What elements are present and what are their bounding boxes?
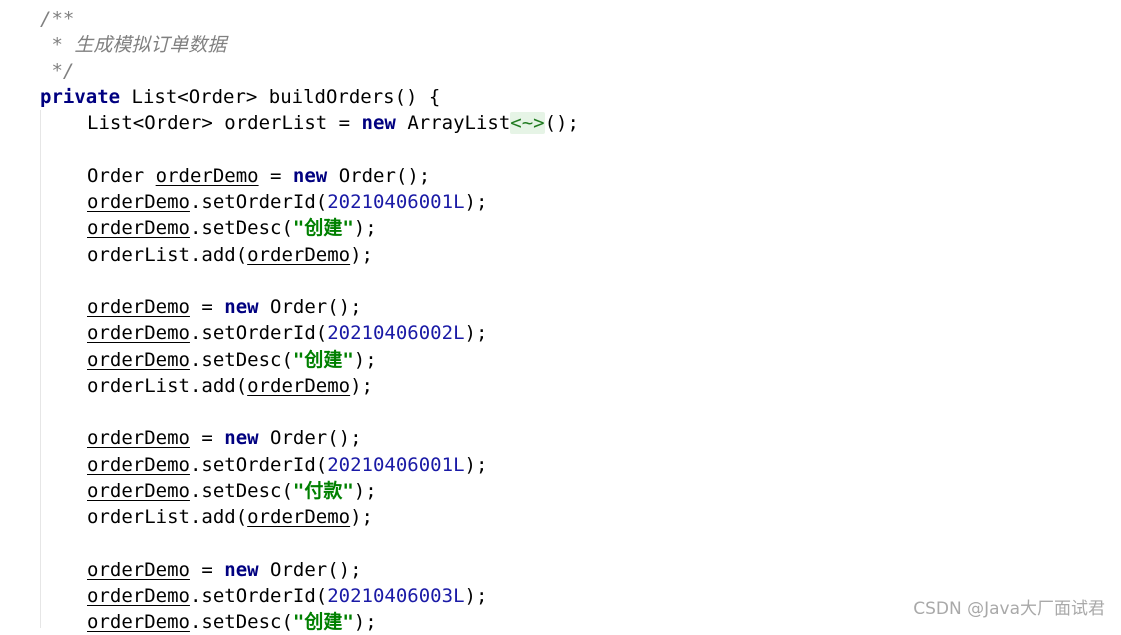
set-desc-line: orderDemo.setDesc("创建");: [87, 215, 377, 241]
var-orderDemo: orderDemo: [87, 427, 190, 449]
list-decl: List<Order> orderList =: [87, 112, 362, 134]
close-paren: );: [353, 480, 377, 502]
keyword-new: new: [292, 165, 328, 187]
close-paren: );: [353, 611, 377, 633]
close-paren: );: [464, 322, 488, 344]
set-order-id-line: orderDemo.setOrderId(20210406002L);: [87, 320, 487, 346]
comment-text: * 生成模拟订单数据: [40, 34, 227, 56]
set-order-id-line: orderDemo.setOrderId(20210406003L);: [87, 583, 487, 609]
order-assign-line: orderDemo = new Order();: [87, 294, 362, 320]
signature-rest: List<Order> buildOrders() {: [120, 86, 441, 108]
set-id-call: .setOrderId(: [189, 585, 328, 607]
assign-op: =: [258, 165, 293, 187]
close-paren: );: [350, 244, 373, 266]
assign-op: =: [189, 559, 225, 581]
desc-literal: "创建": [292, 217, 354, 239]
order-ctor: Order();: [258, 296, 362, 318]
close-paren: );: [464, 585, 488, 607]
list-tail: ();: [544, 112, 579, 134]
var-orderDemo: orderDemo: [87, 349, 190, 371]
var-orderDemo: orderDemo: [247, 506, 351, 528]
var-orderDemo: orderDemo: [87, 480, 190, 502]
diamond-hint[interactable]: <~>: [510, 112, 545, 134]
watermark: CSDN @Java大厂面试君: [913, 599, 1105, 619]
order-type: Order: [87, 165, 156, 187]
list-add-call: orderList.add(: [87, 375, 248, 397]
keyword-new: new: [361, 112, 396, 134]
var-orderDemo: orderDemo: [247, 375, 351, 397]
assign-op: =: [189, 296, 225, 318]
keyword-new: new: [224, 427, 259, 449]
order-ctor: Order();: [258, 427, 362, 449]
order-id-literal: 20210406001L: [327, 191, 465, 213]
close-paren: );: [350, 375, 373, 397]
desc-literal: "创建": [292, 611, 354, 633]
order-assign-line: orderDemo = new Order();: [87, 425, 362, 451]
var-orderDemo: orderDemo: [87, 191, 190, 213]
set-desc-call: .setDesc(: [189, 611, 293, 633]
var-orderDemo: orderDemo: [155, 165, 259, 187]
close-paren: );: [350, 506, 373, 528]
comment-close: */: [40, 60, 75, 82]
list-add-line: orderList.add(orderDemo);: [87, 373, 373, 399]
assign-op: =: [189, 427, 225, 449]
set-id-call: .setOrderId(: [189, 322, 328, 344]
indent-guide: [40, 110, 41, 628]
order-ctor: Order();: [327, 165, 431, 187]
set-desc-line: orderDemo.setDesc("创建");: [87, 609, 377, 635]
var-orderDemo: orderDemo: [87, 296, 190, 318]
var-orderDemo: orderDemo: [87, 217, 190, 239]
order-decl-line: Order orderDemo = new Order();: [87, 163, 430, 189]
list-type: ArrayList: [395, 112, 511, 134]
set-desc-line: orderDemo.setDesc("付款");: [87, 478, 377, 504]
var-orderDemo: orderDemo: [87, 611, 190, 633]
close-paren: );: [353, 217, 377, 239]
order-assign-line: orderDemo = new Order();: [87, 557, 362, 583]
order-ctor: Order();: [258, 559, 362, 581]
keyword-new: new: [224, 296, 259, 318]
set-order-id-line: orderDemo.setOrderId(20210406001L);: [87, 189, 487, 215]
var-orderDemo: orderDemo: [87, 559, 190, 581]
set-id-call: .setOrderId(: [189, 454, 328, 476]
set-id-call: .setOrderId(: [189, 191, 328, 213]
var-orderDemo: orderDemo: [87, 322, 190, 344]
set-order-id-line: orderDemo.setOrderId(20210406001L);: [87, 452, 487, 478]
close-paren: );: [464, 191, 488, 213]
keyword-private: private: [40, 86, 121, 108]
comment-open: /**: [40, 8, 75, 30]
order-id-literal: 20210406001L: [327, 454, 465, 476]
list-add-call: orderList.add(: [87, 506, 248, 528]
desc-literal: "付款": [292, 480, 354, 502]
list-add-call: orderList.add(: [87, 244, 248, 266]
set-desc-line: orderDemo.setDesc("创建");: [87, 347, 377, 373]
list-init-line: List<Order> orderList = new ArrayList<~>…: [87, 110, 579, 136]
var-orderDemo: orderDemo: [87, 454, 190, 476]
keyword-new: new: [224, 559, 259, 581]
var-orderDemo: orderDemo: [87, 585, 190, 607]
list-add-line: orderList.add(orderDemo);: [87, 242, 373, 268]
order-id-literal: 20210406003L: [327, 585, 465, 607]
method-signature: private List<Order> buildOrders() {: [40, 84, 440, 110]
set-desc-call: .setDesc(: [189, 480, 293, 502]
close-paren: );: [353, 349, 377, 371]
order-id-literal: 20210406002L: [327, 322, 465, 344]
set-desc-call: .setDesc(: [189, 217, 293, 239]
var-orderDemo: orderDemo: [247, 244, 351, 266]
set-desc-call: .setDesc(: [189, 349, 293, 371]
close-paren: );: [464, 454, 488, 476]
desc-literal: "创建": [292, 349, 354, 371]
list-add-line: orderList.add(orderDemo);: [87, 504, 373, 530]
